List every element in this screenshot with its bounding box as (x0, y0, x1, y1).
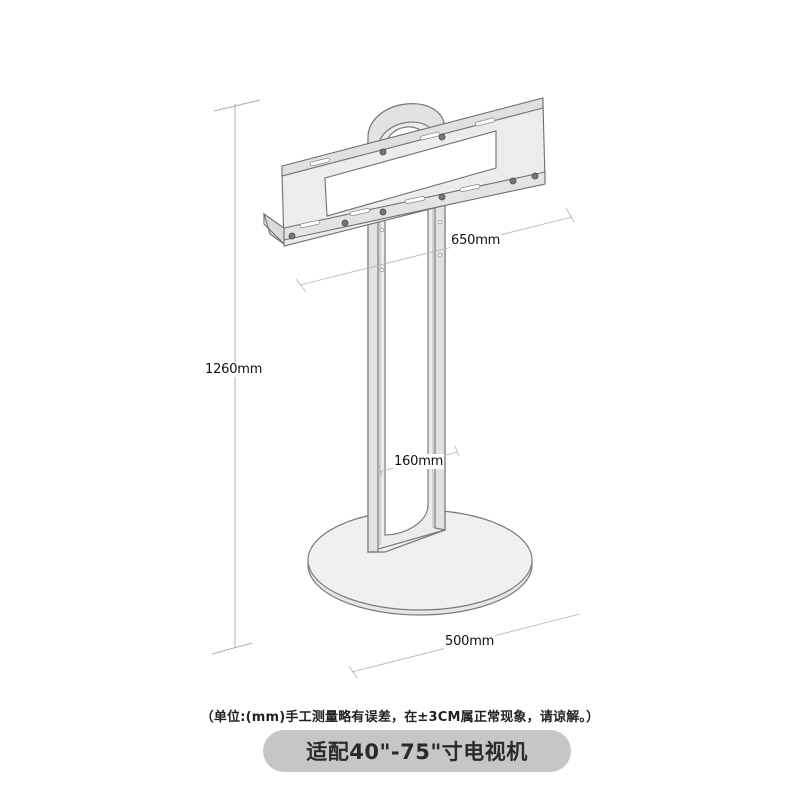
pole-spacing-dimension-label: 160mm (393, 454, 445, 469)
measurement-note: （单位:(mm)手工测量略有误差，在±3CM属正常现象，请谅解。） (200, 710, 600, 725)
compatibility-badge: 适配40"-75"寸电视机 (263, 730, 571, 772)
height-dimension-line (211, 99, 261, 655)
round-base (307, 509, 533, 616)
height-dimension-label: 1260mm (204, 362, 264, 377)
base-diameter-dimension-label: 500mm (444, 634, 496, 649)
compatibility-badge-label: 适配40"-75"寸电视机 (306, 740, 528, 764)
wall-mount-bracket (263, 97, 546, 247)
bracket-width-dimension-label: 650mm (450, 233, 502, 248)
